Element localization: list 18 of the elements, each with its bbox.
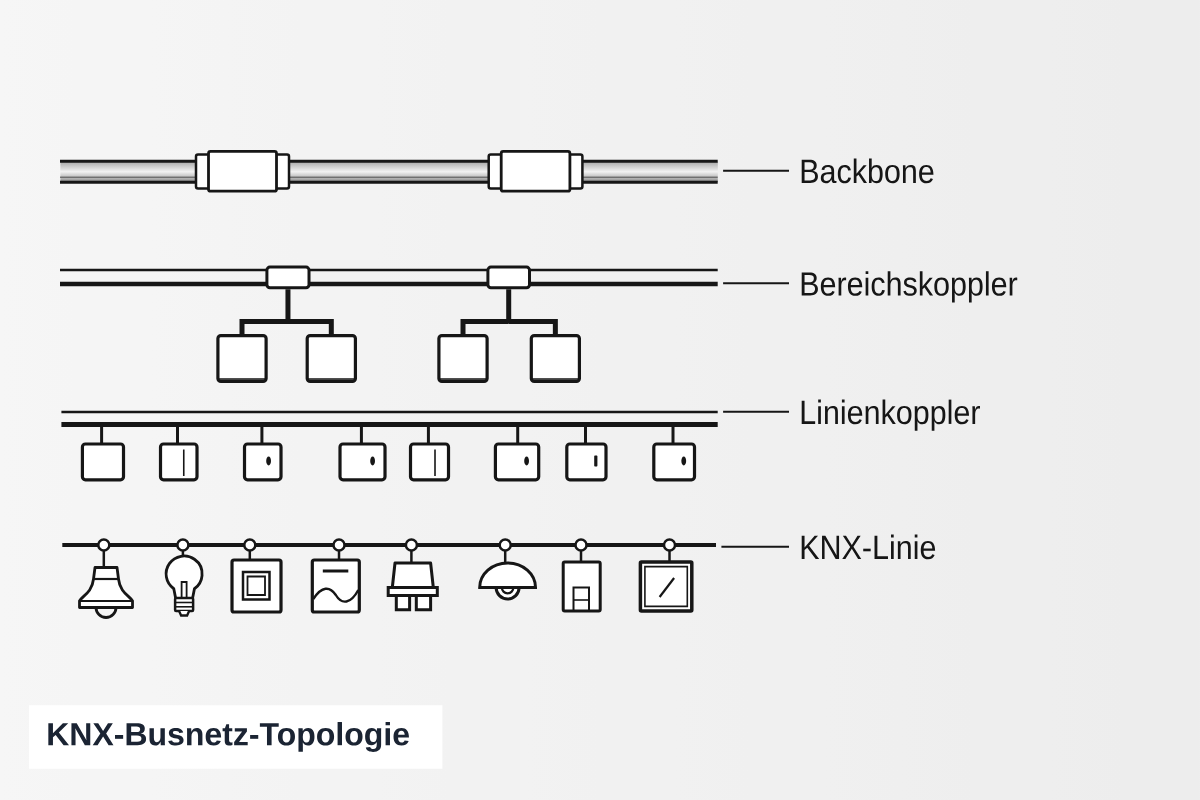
leader-line <box>722 282 790 285</box>
leader-line <box>722 169 790 172</box>
leader-line <box>720 545 790 548</box>
row-label: KNX-Linie <box>801 534 936 560</box>
bus-line <box>60 268 718 287</box>
branch-line <box>239 286 334 337</box>
row-label: Backbone <box>801 158 934 184</box>
module-box <box>437 334 489 383</box>
branch-line <box>460 286 558 337</box>
leader-line <box>722 410 790 413</box>
row-label: Linienkoppler <box>801 399 980 431</box>
bus-line <box>61 410 718 427</box>
row-label: Bereichskoppler <box>801 271 1018 303</box>
module-box <box>529 334 581 383</box>
module-box <box>305 334 357 383</box>
title: KNX-Busnetz-Topologie <box>29 705 443 769</box>
module-box <box>216 334 268 383</box>
bus-line <box>62 543 716 547</box>
